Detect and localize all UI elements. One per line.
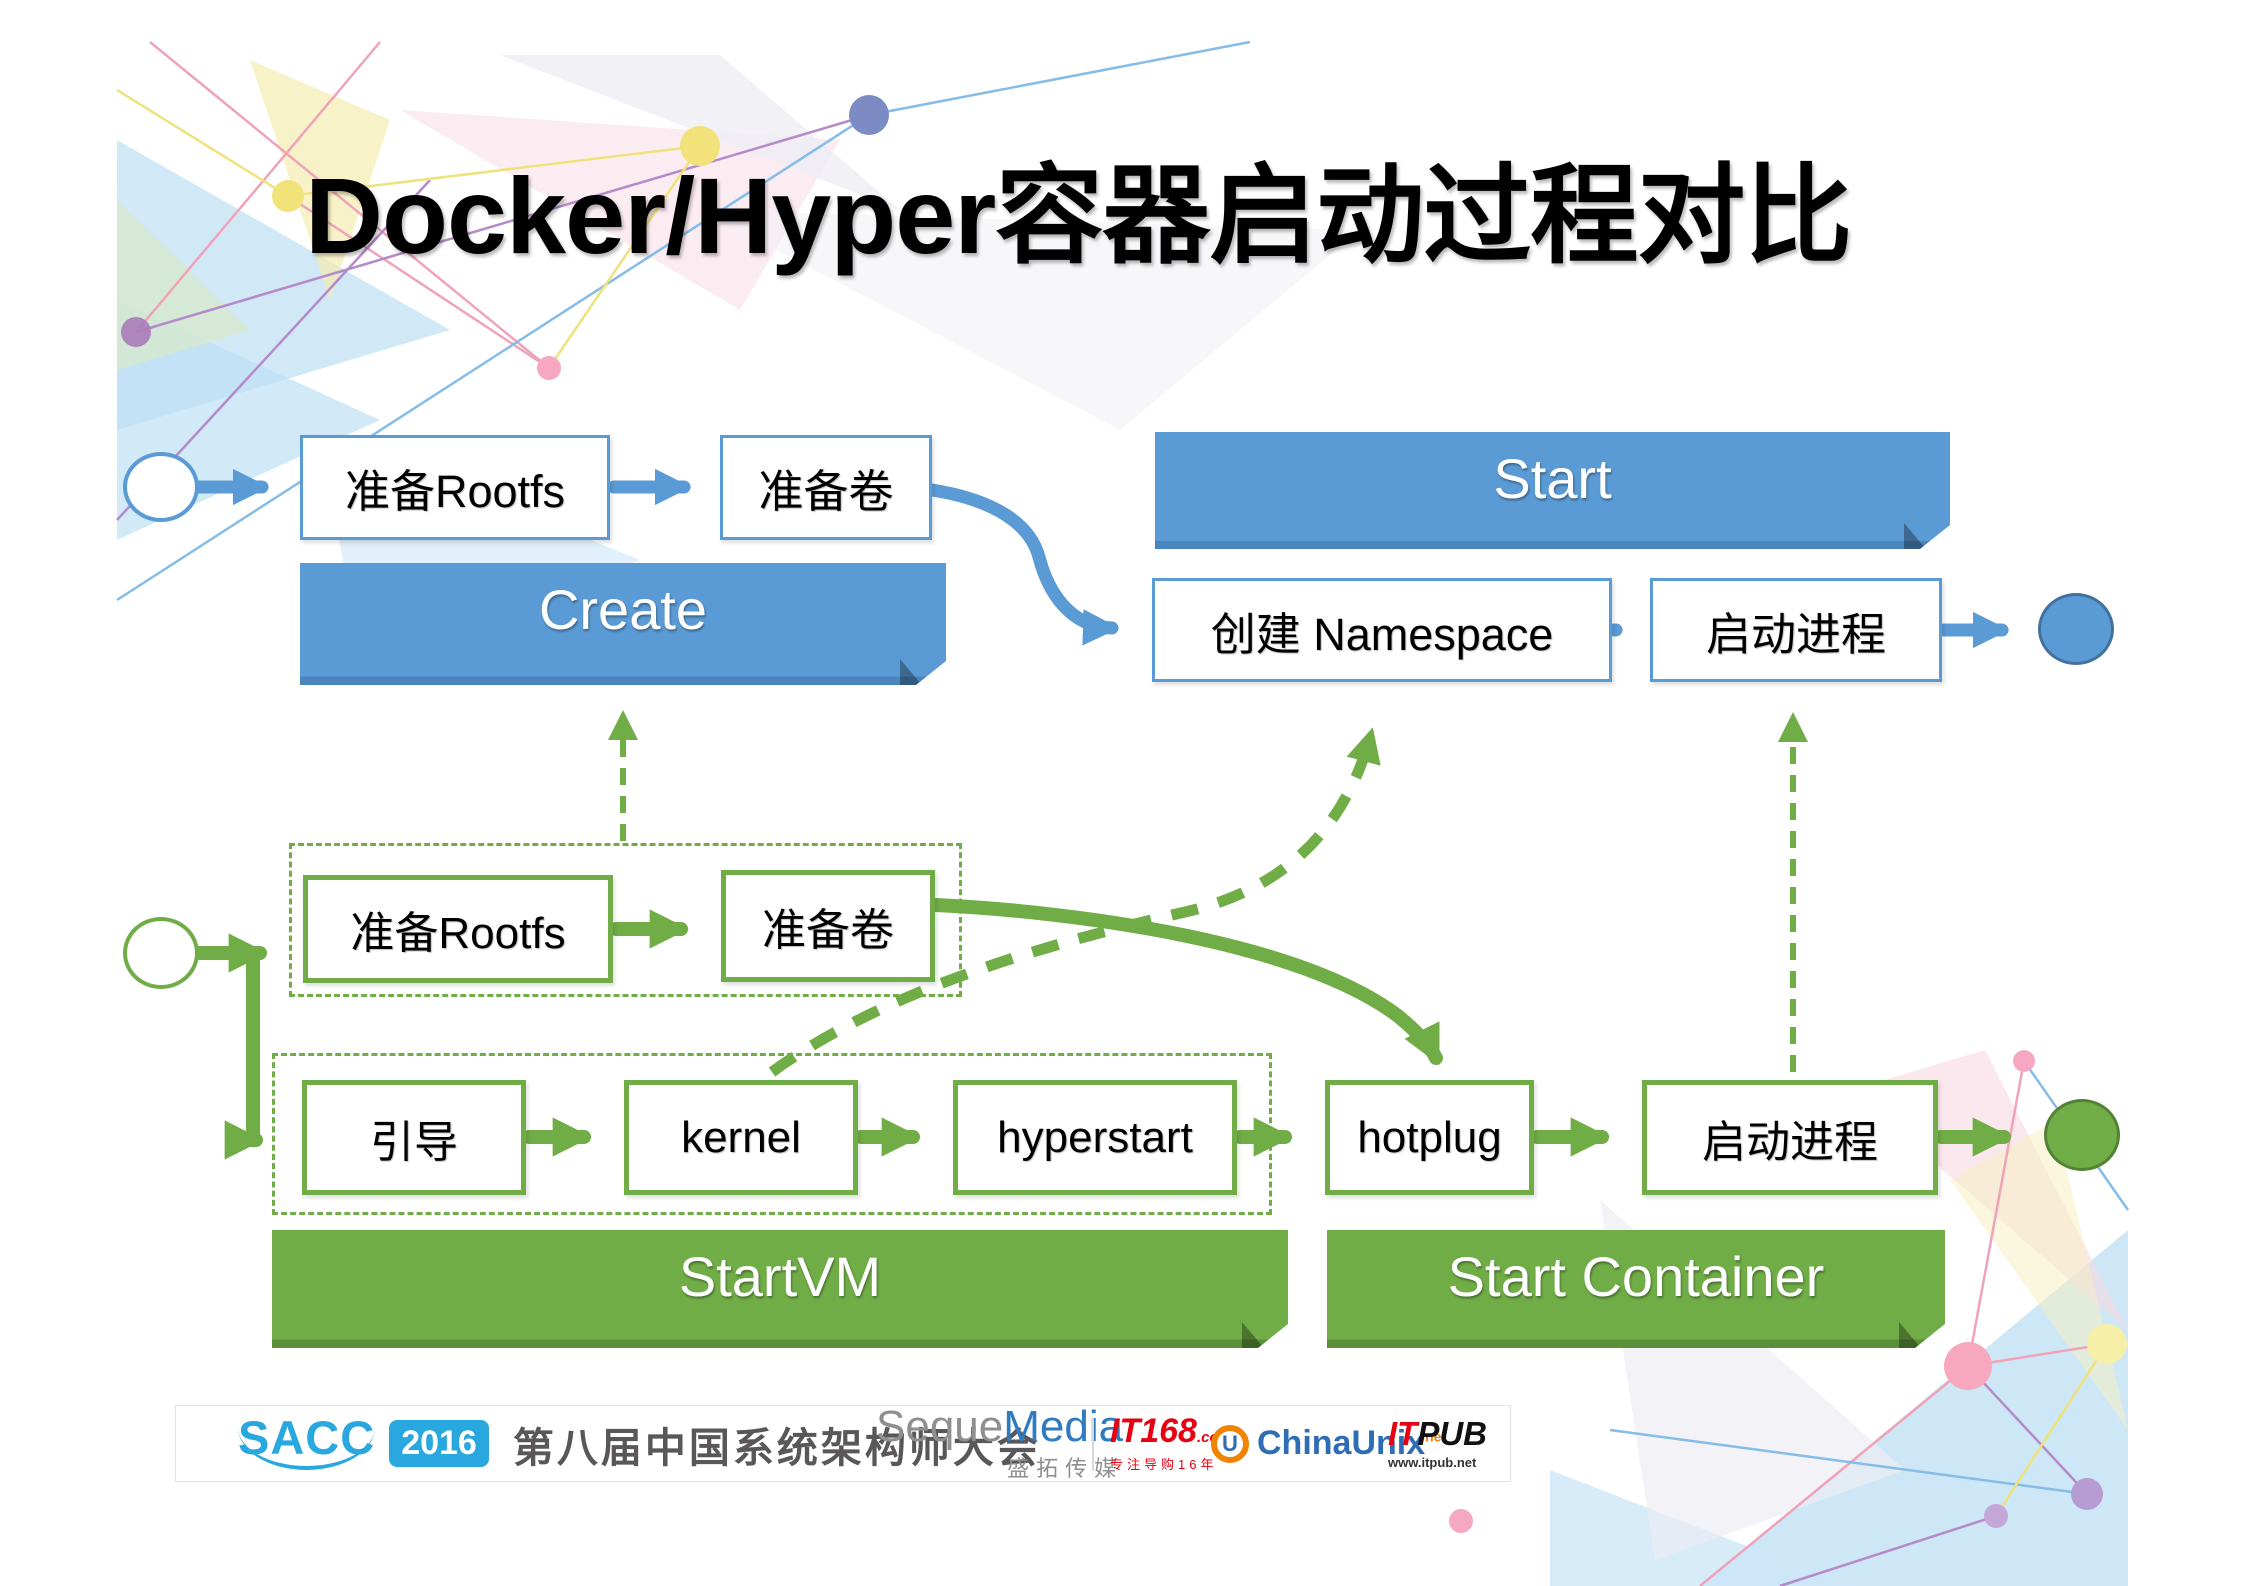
page-title: Docker/Hyper容器启动过程对比: [305, 155, 1852, 276]
hyper-startvm-banner-label: StartVM: [678, 1245, 882, 1308]
hyper-prepare-dashed-group: [289, 843, 962, 997]
chinaunix-text: ChinaUnix: [1257, 1424, 1426, 1462]
hyper-start-node: [123, 917, 199, 989]
hyper-startvm-banner: StartVM: [272, 1230, 1288, 1348]
banner-fold-corner: [900, 659, 922, 685]
hyper-start-container-banner-label: Start Container: [1447, 1245, 1825, 1308]
itpub-it: IT: [1388, 1415, 1418, 1452]
hyper-prep-volume-label: 准备卷: [762, 906, 894, 955]
sacc-year-badge: 2016: [389, 1420, 489, 1467]
docker-create-banner-label: Create: [538, 578, 708, 641]
docker-prep-volume-label: 准备卷: [758, 466, 894, 517]
it168-text: IT168: [1110, 1412, 1197, 1450]
arrow-docker-volume-to-namespace-curve: [925, 483, 1120, 646]
arrow-hyper-start-to-boot-elbow: [224, 946, 264, 1160]
it168-wordmark: IT168.com: [1110, 1414, 1232, 1448]
hyper-start-process-label: 启动进程: [1702, 1117, 1878, 1167]
arrow-hyper-volume-to-hotplug-curve: [929, 898, 1443, 1066]
docker-start-process-label: 启动进程: [1705, 608, 1886, 660]
chinaunix-wordmark: ChinaUnixnet: [1257, 1424, 1446, 1463]
hyper-boot-label: 引导: [370, 1117, 458, 1167]
footer-logo-strip: SACC 2016 第八届中国系统架构师大会 SequeMedia 盛拓传媒 I…: [175, 1401, 1511, 1482]
seque-text: Seque: [876, 1401, 1004, 1451]
docker-prep-volume-box: 准备卷: [720, 435, 932, 540]
docker-create-banner: Create: [300, 563, 946, 685]
itpub-logo: ITPUB www.itpub.net: [1388, 1406, 1487, 1481]
docker-create-namespace-label: 创建 Namespace: [1210, 608, 1554, 660]
sequemedia-chinese: 盛拓传媒: [1007, 1455, 1124, 1481]
chinaunix-net: net: [1425, 1428, 1447, 1445]
sequemedia-wordmark: SequeMedia: [876, 1401, 1124, 1451]
itpub-pub: PUB: [1417, 1415, 1488, 1452]
hyper-boot-box: 引导: [302, 1080, 526, 1195]
docker-prep-rootfs-box: 准备Rootfs: [300, 435, 610, 540]
hyper-hyperstart-box: hyperstart: [953, 1080, 1237, 1195]
docker-create-namespace-box: 创建 Namespace: [1152, 578, 1612, 682]
banner-fold-corner: [1242, 1322, 1264, 1348]
sacc-logo: SACC 2016 第八届中国系统架构师大会: [238, 1406, 1041, 1481]
chinaunix-u: U: [1222, 1430, 1238, 1456]
hyper-hyperstart-label: hyperstart: [997, 1112, 1193, 1162]
hyper-kernel-label: kernel: [681, 1112, 801, 1162]
hyper-vm-dashed-group: [272, 1053, 1272, 1215]
banner-fold-corner: [1904, 523, 1926, 549]
docker-start-process-box: 启动进程: [1650, 578, 1942, 682]
docker-start-banner: Start: [1155, 432, 1950, 549]
docker-end-node: [2038, 593, 2114, 665]
hyper-prep-rootfs-box: 准备Rootfs: [303, 875, 613, 983]
footer-divider: [1092, 1418, 1094, 1471]
hyper-hotplug-label: hotplug: [1357, 1112, 1502, 1162]
chinaunix-logo: U ChinaUnixnet: [1211, 1406, 1446, 1481]
itpub-wordmark: ITPUB: [1388, 1417, 1487, 1450]
hyper-end-node: [2044, 1099, 2120, 1171]
docker-prep-rootfs-label: 准备Rootfs: [344, 466, 566, 517]
chinaunix-ring-icon: U: [1211, 1424, 1249, 1463]
conference-name: 第八届中国系统架构师大会: [512, 1424, 1041, 1471]
media-text: Media: [1003, 1401, 1124, 1451]
hyper-start-container-banner: Start Container: [1327, 1230, 1945, 1348]
it168-slogan: 专注导购16年: [1110, 1457, 1218, 1472]
docker-start-banner-label: Start: [1493, 447, 1612, 510]
it168-logo: IT168.com 专注导购16年: [1110, 1406, 1232, 1481]
sequemedia-logo: SequeMedia 盛拓传媒: [876, 1401, 1124, 1481]
sacc-wordmark: SACC: [238, 1414, 376, 1470]
hyper-hotplug-box: hotplug: [1325, 1080, 1534, 1195]
itpub-url: www.itpub.net: [1388, 1455, 1477, 1470]
hyper-start-process-box: 启动进程: [1642, 1080, 1938, 1195]
banner-fold-corner: [1899, 1322, 1921, 1348]
docker-start-node: [123, 452, 199, 522]
hyper-prep-rootfs-label: 准备Rootfs: [350, 909, 566, 958]
hyper-prep-volume-box: 准备卷: [721, 870, 935, 982]
hyper-kernel-box: kernel: [624, 1080, 858, 1195]
